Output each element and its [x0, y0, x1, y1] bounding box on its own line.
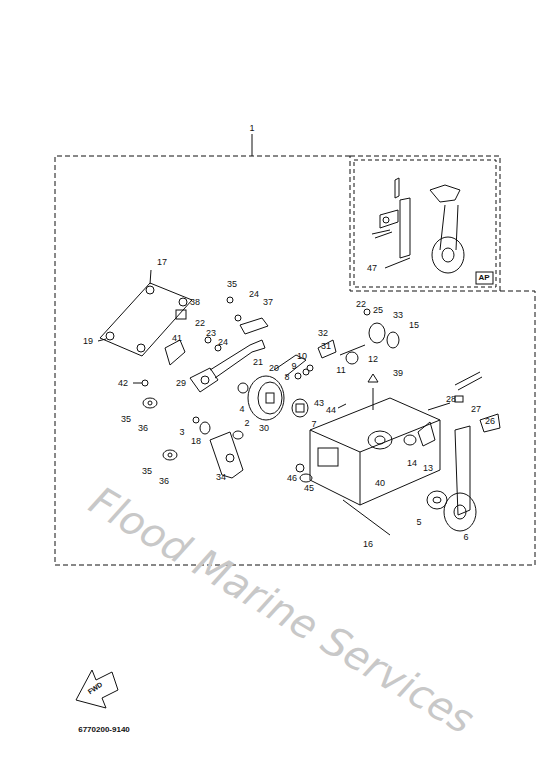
- callout-number: 20: [269, 364, 279, 373]
- callout-number: 29: [176, 379, 186, 388]
- callout-number: 4: [239, 405, 244, 414]
- callout-number: 17: [157, 258, 167, 267]
- callout-number: 40: [375, 479, 385, 488]
- callout-number: 25: [373, 306, 383, 315]
- callout-number: 35: [142, 467, 152, 476]
- callout-number: 35: [121, 415, 131, 424]
- callout-number: 18: [191, 437, 201, 446]
- callout-number: 9: [291, 362, 296, 371]
- callout-number: 45: [304, 484, 314, 493]
- linkage-parts: [133, 297, 268, 478]
- callout-number: 44: [326, 406, 336, 415]
- callout-number: 36: [138, 424, 148, 433]
- callout-number: 13: [423, 464, 433, 473]
- callout-number: 24: [249, 290, 259, 299]
- callout-number: 34: [216, 473, 226, 482]
- leader-line: [252, 134, 253, 156]
- callout-number: 36: [159, 477, 169, 486]
- callout-number: 28: [446, 395, 456, 404]
- callout-number: 16: [363, 540, 373, 549]
- callout-number: 11: [336, 366, 345, 375]
- callout-number: 3: [179, 428, 184, 437]
- callout-number: 19: [83, 337, 93, 346]
- fwd-arrow: [76, 670, 118, 708]
- callout-number: 15: [409, 321, 419, 330]
- cam: [248, 355, 309, 420]
- cover-plate: [98, 270, 192, 356]
- ap-box: [476, 272, 493, 284]
- callout-number: 33: [393, 311, 403, 320]
- callout-number: 32: [318, 329, 328, 338]
- callout-number: 41: [172, 334, 182, 343]
- callout-number: 37: [263, 298, 273, 307]
- callout-number: 6: [463, 533, 468, 542]
- callout-number: 10: [297, 352, 307, 361]
- callout-number: 46: [287, 474, 297, 483]
- callout-number: 23: [206, 329, 216, 338]
- callout-number: 30: [259, 424, 269, 433]
- callout-number: 39: [393, 369, 403, 378]
- callout-number: 7: [311, 420, 316, 429]
- direction-label: FWD: [86, 681, 103, 696]
- inset-lever: [372, 178, 464, 273]
- inset-outline: [354, 160, 496, 287]
- callout-number: 5: [416, 518, 421, 527]
- callout-number: 14: [407, 459, 417, 468]
- version-tag: AP: [478, 274, 489, 282]
- callout-number: 42: [118, 379, 128, 388]
- callout-number: 26: [485, 417, 495, 426]
- callout-number: 27: [471, 405, 481, 414]
- callout-number: 2: [244, 419, 249, 428]
- callout-number: 31: [321, 342, 331, 351]
- callout-number: 38: [190, 298, 200, 307]
- figure-code: 6770200-9140: [78, 726, 130, 734]
- callout-number: 22: [356, 300, 366, 309]
- callout-number: 21: [253, 358, 263, 367]
- callout-number: 35: [227, 280, 237, 289]
- callout-number: 47: [367, 264, 377, 273]
- remote-lever: [418, 372, 500, 531]
- inset-outline: [350, 156, 500, 291]
- callout-number: 43: [314, 399, 324, 408]
- callout-number: 1: [249, 124, 254, 133]
- control-housing: [296, 374, 440, 535]
- callout-number: 24: [218, 338, 228, 347]
- callout-number: 22: [195, 319, 205, 328]
- callout-number: 8: [284, 373, 289, 382]
- callout-number: 12: [368, 355, 378, 364]
